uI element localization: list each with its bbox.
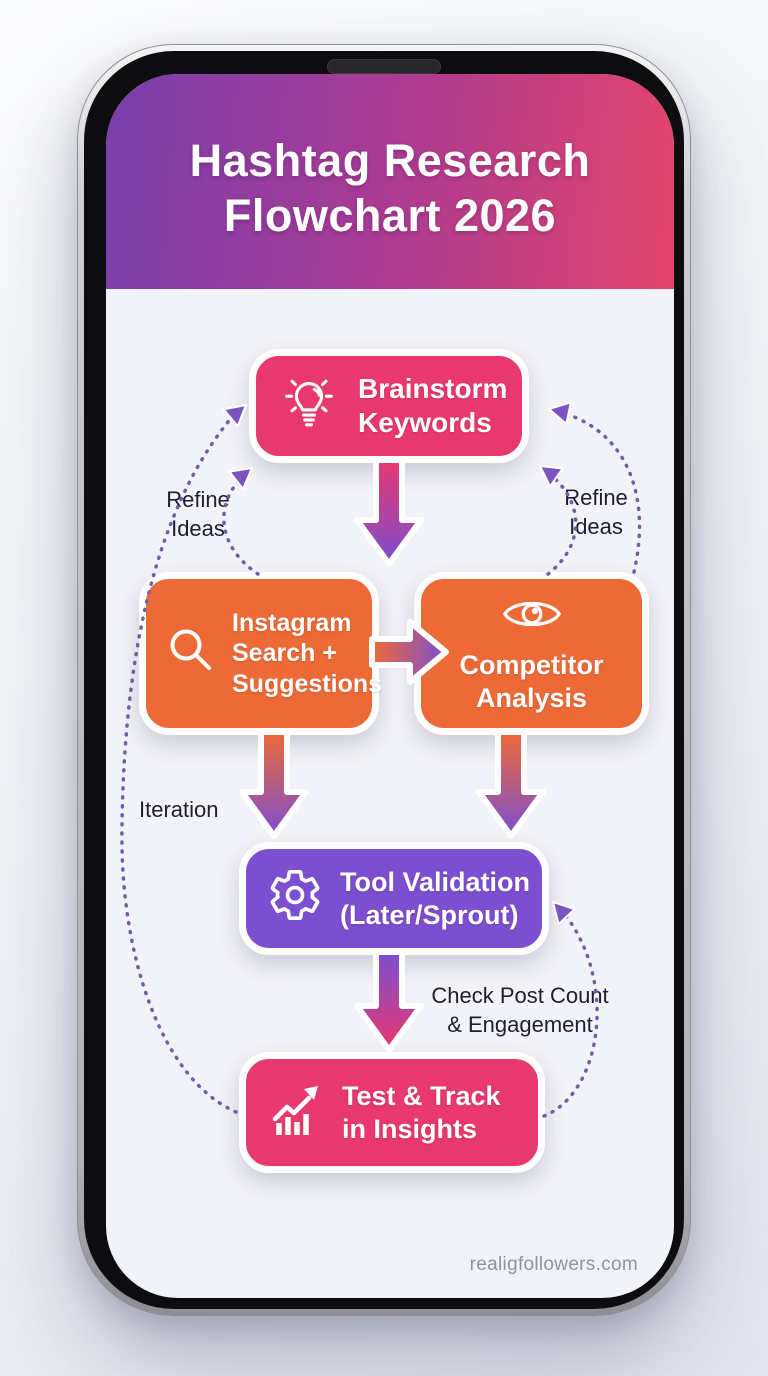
phone-notch — [327, 59, 441, 74]
label-refine-ideas-right: Refine Ideas — [564, 485, 628, 539]
page-title: Hashtag Research Flowchart 2026 — [190, 134, 591, 244]
eye-icon — [501, 593, 563, 642]
arrowhead-into-brainstorm-bottom-left — [228, 467, 253, 490]
page-title-line1: Hashtag Research — [189, 134, 591, 186]
phone-frame: Hashtag Research Flowchart 2026 Refine I… — [77, 44, 691, 1316]
flow-box-competitor-analysis: Competitor Analysis — [414, 572, 649, 735]
header-banner: Hashtag Research Flowchart 2026 — [106, 74, 674, 289]
flow-box-test-track: Test & Track in Insights — [239, 1052, 545, 1173]
box-label: Competitor Analysis — [459, 650, 604, 713]
box-label: Tool Validation (Later/Sprout) — [340, 866, 531, 930]
page-title-line2: Flowchart 2026 — [223, 189, 557, 241]
label-check-engagement: Check Post Count & Engagement — [431, 983, 609, 1037]
arrowhead-into-brainstorm-right — [548, 401, 572, 425]
flow-box-brainstorm-keywords: Brainstorm Keywords — [249, 349, 529, 463]
footer-watermark: realigfollowers.com — [469, 1254, 638, 1275]
label-iteration: Iteration — [139, 797, 219, 822]
arrowhead-into-brainstorm-bottom-right — [539, 465, 564, 488]
phone-bezel: Hashtag Research Flowchart 2026 Refine I… — [84, 51, 684, 1309]
box-label: Instagram Search + Suggestions — [232, 608, 383, 698]
arrowhead-into-validation-right — [552, 901, 576, 926]
flow-box-tool-validation: Tool Validation (Later/Sprout) — [239, 842, 549, 955]
arrow-instagram-to-validation — [239, 729, 309, 839]
box-label: Brainstorm Keywords — [358, 373, 508, 438]
search-icon — [163, 622, 219, 686]
arrow-validation-to-test — [354, 949, 424, 1053]
lightbulb-icon — [278, 371, 340, 441]
trending-up-icon — [268, 1081, 326, 1145]
arrow-competitor-to-validation — [476, 729, 546, 839]
flow-box-instagram-search: Instagram Search + Suggestions — [139, 572, 383, 735]
box-label: Test & Track in Insights — [342, 1080, 501, 1144]
phone-screen: Hashtag Research Flowchart 2026 Refine I… — [106, 74, 674, 1298]
arrow-brainstorm-to-row2 — [354, 457, 424, 567]
gear-icon — [266, 866, 324, 932]
label-refine-ideas-left: Refine Ideas — [166, 487, 230, 541]
